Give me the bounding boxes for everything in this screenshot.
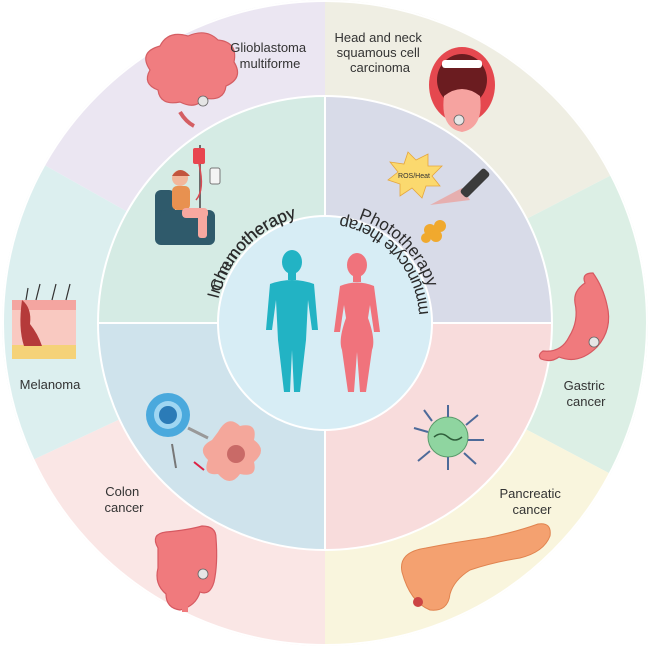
label-glioblastoma: Glioblastoma multiforme	[230, 40, 310, 71]
nanoparticle-cluster-icon	[421, 220, 446, 243]
mouth-icon	[429, 47, 495, 132]
chemo-patient-icon	[155, 145, 221, 245]
stomach-icon	[538, 272, 610, 362]
label-colon: Colon cancer	[104, 484, 144, 515]
phototherapy-icon: ROS/Heat	[387, 151, 490, 243]
label-melanoma: Melanoma	[20, 377, 81, 392]
immune-cell-icon	[146, 393, 261, 481]
female-figure	[334, 253, 380, 392]
brain-icon	[145, 32, 239, 128]
label-head-neck: Head and neck squamous cell carcinoma	[334, 30, 425, 75]
center-circle	[217, 215, 433, 431]
skin-icon	[12, 283, 76, 359]
male-figure	[266, 250, 318, 392]
pancreas-icon	[401, 523, 551, 611]
immunocyte-cell-icon	[413, 405, 484, 470]
colon-icon	[154, 525, 218, 612]
label-gastric: Gastric cancer	[564, 378, 609, 409]
label-pancreatic: Pancreatic cancer	[499, 486, 564, 517]
ros-heat-badge: ROS/Heat	[398, 173, 430, 180]
